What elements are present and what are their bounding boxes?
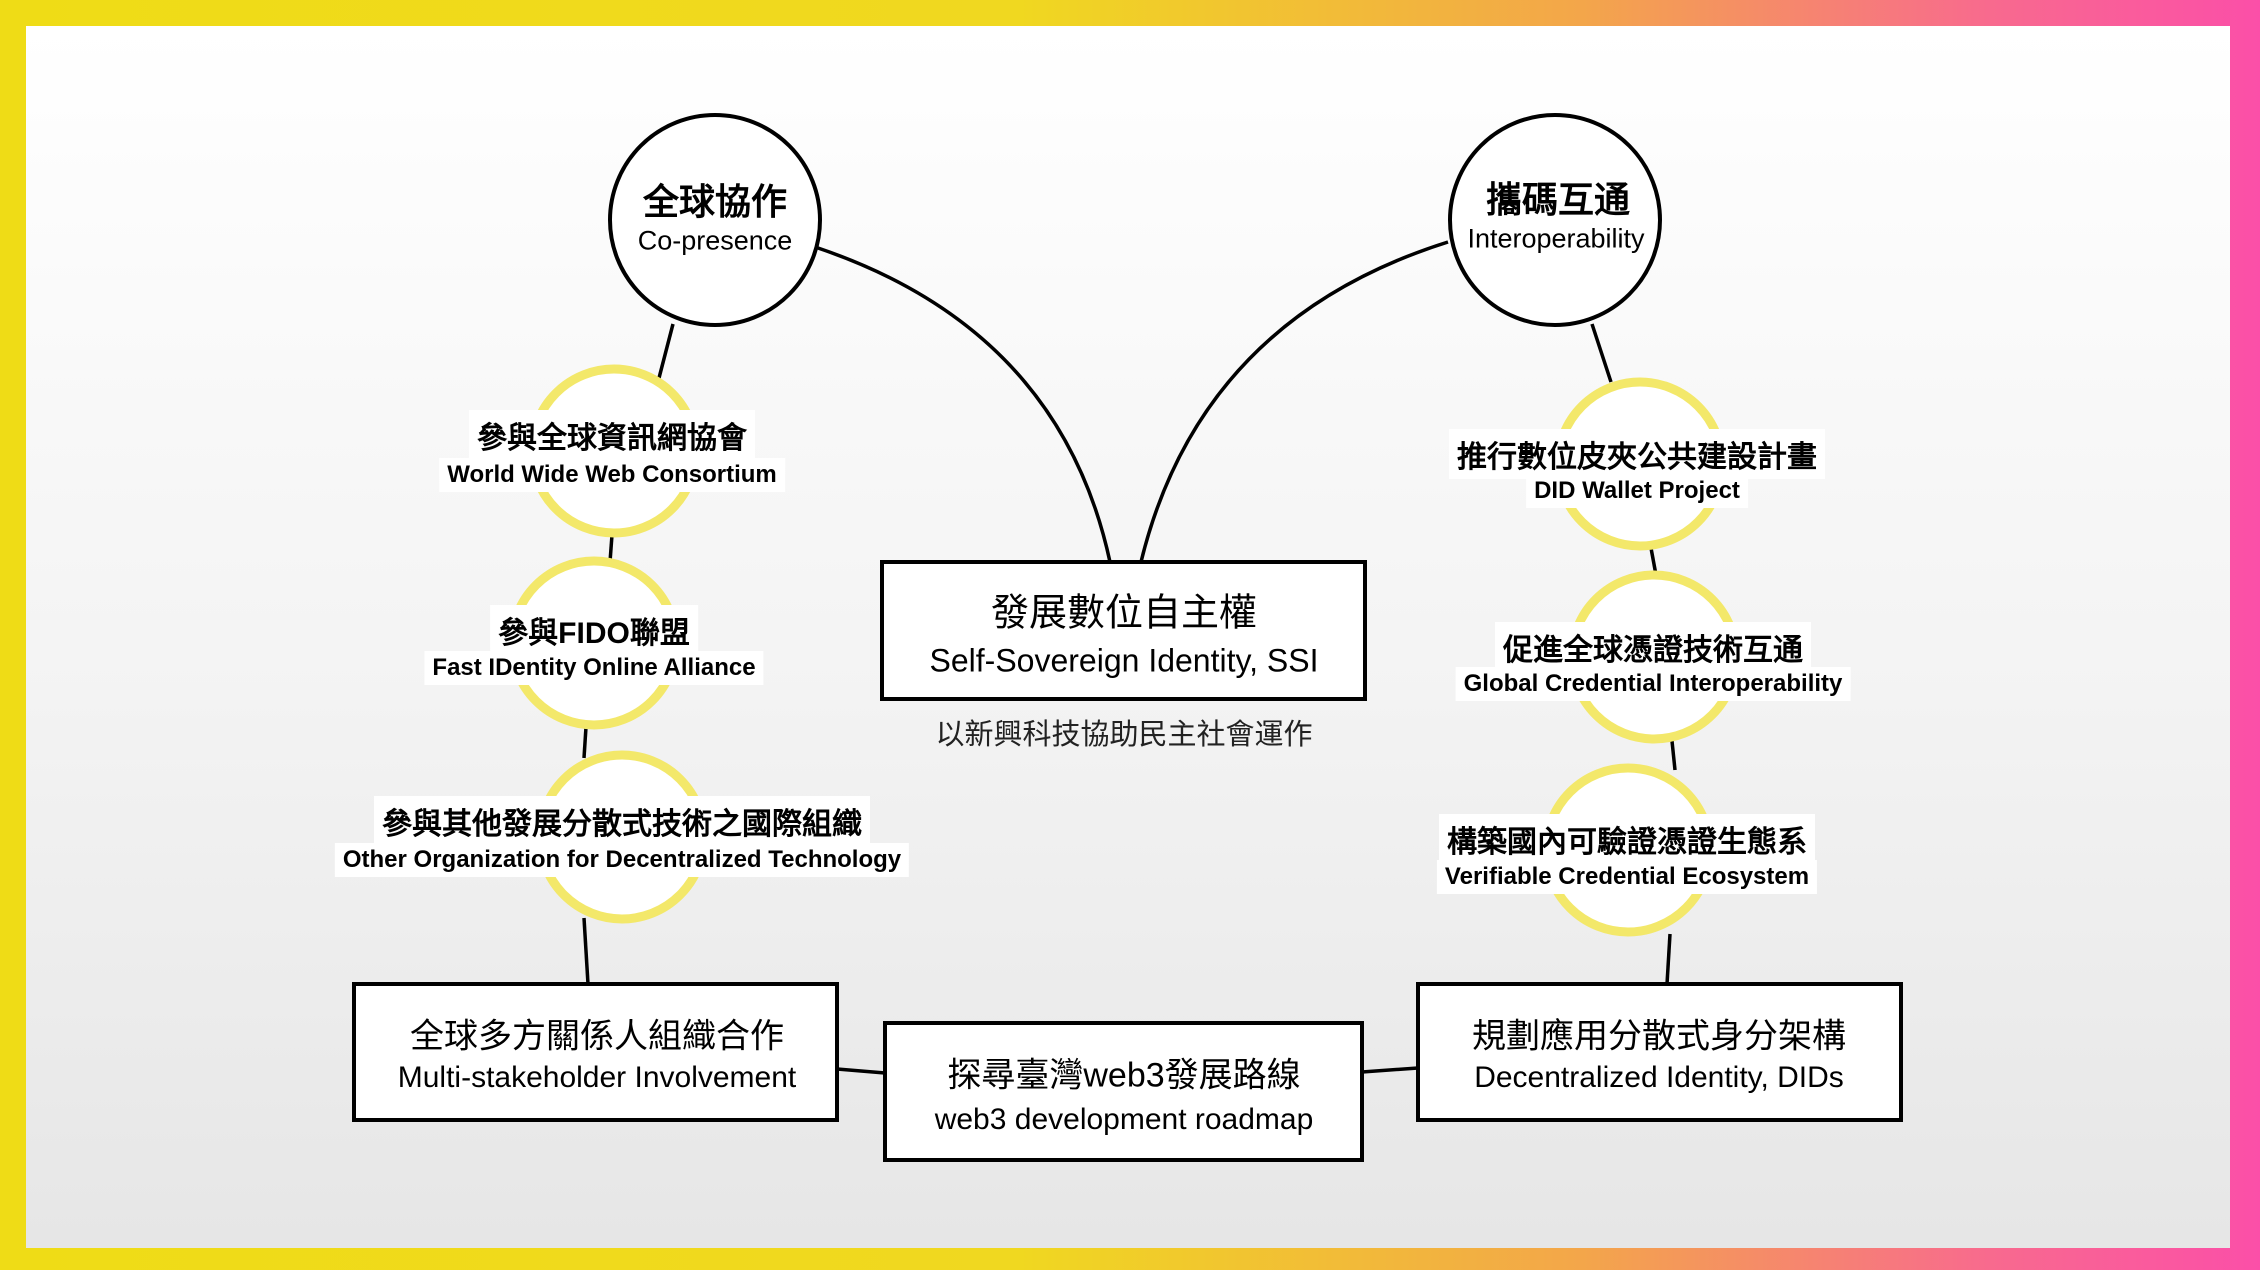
connector <box>1649 547 1658 576</box>
hub-copresence-zh: 全球協作 <box>642 181 788 222</box>
hub-copresence-en: Co-presence <box>637 225 793 256</box>
connector <box>657 323 675 379</box>
hub-interop-zh: 攜碼互通 <box>1485 179 1631 220</box>
item-did-wallet-zh: 推行數位皮夾公共建設計畫 <box>1449 429 1825 479</box>
box-multistakeholder-zh: 全球多方關係人組織合作 <box>410 1017 784 1056</box>
core-subtitle: 以新興科技協助民主社會運作 <box>935 719 1313 751</box>
connector <box>1361 1066 1419 1074</box>
item-w3c-en: World Wide Web Consortium <box>439 458 785 492</box>
item-vc-zh: 構築國內可驗證憑證生態系 <box>1439 814 1815 864</box>
connector <box>1670 740 1677 771</box>
item-fido-en: Fast IDentity Online Alliance <box>424 651 764 685</box>
item-fido-zh: 參與FIDO聯盟 <box>490 605 698 655</box>
box-web3-zh: 探尋臺灣web3發展路線 <box>947 1056 1301 1095</box>
connector <box>582 917 590 985</box>
box-did <box>1416 982 1903 1122</box>
core-title-en: Self-Sovereign Identity, SSI <box>929 642 1319 679</box>
item-did-wallet-en: DID Wallet Project <box>1526 474 1748 508</box>
hub-circle-interoperability <box>1448 113 1662 327</box>
connector <box>608 534 614 563</box>
item-other-zh: 參與其他發展分散式技術之國際組織 <box>374 796 870 846</box>
item-global-cred-zh: 促進全球憑證技術互通 <box>1495 622 1811 672</box>
item-global-cred-en: Global Credential Interoperability <box>1455 667 1851 701</box>
connector-interop-core <box>1139 240 1449 563</box>
hub-interop-en: Interoperability <box>1467 223 1645 254</box>
box-did-en: Decentralized Identity, DIDs <box>1474 1061 1844 1094</box>
box-web3-en: web3 development roadmap <box>934 1103 1314 1136</box>
connector <box>836 1067 886 1075</box>
box-multistakeholder-en: Multi-stakeholder Involvement <box>397 1061 797 1094</box>
connector <box>1590 323 1613 383</box>
connector <box>582 726 588 759</box>
core-title-zh: 發展數位自主權 <box>990 592 1258 635</box>
connector <box>1665 933 1672 985</box>
item-vc-en: Verifiable Credential Ecosystem <box>1436 860 1818 894</box>
item-other-en: Other Organization for Decentralized Tec… <box>334 843 910 877</box>
connector-copresence-core <box>817 246 1112 563</box>
core-box <box>880 560 1367 701</box>
item-w3c-zh: 參與全球資訊網協會 <box>469 410 755 460</box>
box-did-zh: 規劃應用分散式身分架構 <box>1472 1017 1846 1056</box>
box-web3-roadmap <box>883 1021 1364 1162</box>
hub-circle-copresence <box>608 113 822 327</box>
box-multistakeholder <box>352 982 839 1122</box>
